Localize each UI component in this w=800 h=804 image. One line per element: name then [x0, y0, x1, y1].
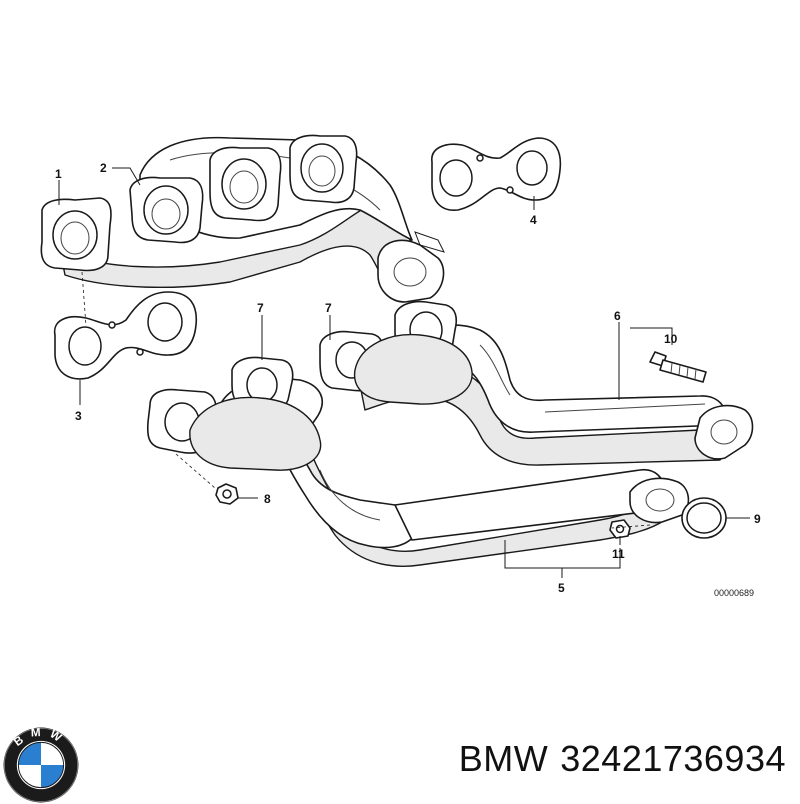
sealing-ring-9	[681, 497, 727, 539]
callout-9: 9	[754, 512, 761, 526]
callout-4: 4	[530, 213, 537, 227]
drawing-id: 00000689	[714, 588, 754, 598]
leader-lines	[58, 167, 750, 578]
logo-quadrant-blue-tl	[18, 742, 41, 765]
brand-name: BMW	[458, 738, 549, 779]
gasket-4	[431, 137, 562, 211]
logo-quadrant-blue-br	[41, 765, 64, 788]
logo-quadrant-white-tr	[41, 742, 64, 765]
part-caption: BMW 32421736934	[459, 738, 786, 780]
bolt-10	[649, 351, 707, 383]
manifold-outlet-flange	[377, 231, 445, 303]
pipe-outlet-flange-5	[629, 477, 690, 524]
pipe-bend-7b	[353, 333, 473, 405]
manifold-flange-3	[209, 146, 282, 222]
exhaust-manifold-diagram: 1 2 3 4 5 6 7 7 8 9 10 11 00000689	[40, 134, 761, 598]
callout-6: 6	[614, 309, 621, 323]
callout-2: 2	[100, 161, 107, 175]
gasket-3	[53, 291, 198, 380]
callout-7-left: 7	[257, 301, 264, 315]
callout-5: 5	[558, 581, 565, 595]
callout-8: 8	[264, 492, 271, 506]
nut-8	[215, 483, 239, 505]
callout-10: 10	[664, 332, 678, 346]
bmw-logo-icon: BMW	[3, 726, 79, 803]
alignment-line	[611, 524, 651, 529]
nut-11	[609, 519, 631, 539]
alignment-line	[175, 453, 216, 489]
callout-3: 3	[75, 409, 82, 423]
logo-quadrant-white-bl	[18, 765, 41, 788]
callout-11: 11	[612, 547, 625, 561]
callout-1: 1	[55, 167, 62, 181]
pipe-bend-7a	[189, 396, 322, 471]
pipe-outlet-flange-6	[694, 404, 754, 460]
manifold-flange-4	[289, 134, 358, 204]
part-number: 32421736934	[560, 738, 786, 779]
manifold-flange-2	[129, 176, 204, 244]
callout-7-right: 7	[325, 301, 332, 315]
manifold-flange-1	[40, 197, 112, 272]
